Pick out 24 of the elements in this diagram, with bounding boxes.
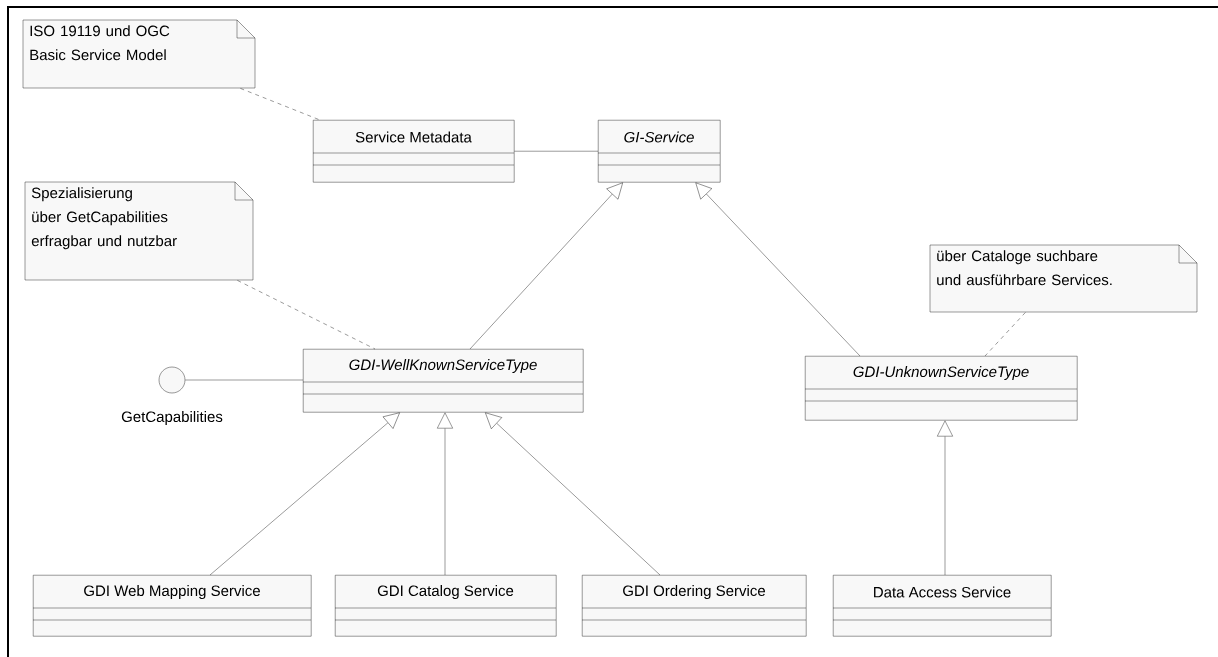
interface-circle (158, 366, 186, 394)
connector-line (185, 379, 304, 381)
arrow (937, 420, 953, 576)
note-box: Spezialisierung über GetCapabilities erfragbar und nutzbar (24, 181, 254, 281)
arrow (469, 182, 623, 350)
arrow (695, 182, 861, 357)
connector-line (984, 312, 1026, 357)
class-box: Service Metadata (312, 120, 515, 183)
class-box: GI-Service (597, 120, 721, 183)
arrow (437, 412, 453, 576)
class-box: GDI Ordering Service (581, 575, 807, 637)
connector-line (514, 151, 599, 152)
note-box: über Cataloge suchbare und ausführbare Services. (929, 244, 1198, 313)
class-box: GDI Web Mapping Service (32, 575, 312, 637)
class-box: GDI-UnknownServiceType (804, 356, 1078, 421)
interface-label: GetCapabilities (121, 411, 223, 425)
note-box: ISO 19119 und OGC Basic Service Model (22, 19, 256, 89)
connector-line (240, 88, 321, 121)
connector-line (237, 280, 376, 350)
class-box: GDI-WellKnownServiceType (302, 349, 584, 413)
arrow (485, 412, 661, 576)
class-box: Data Access Service (832, 575, 1052, 637)
arrow (209, 412, 400, 576)
class-box: GDI Catalog Service (334, 575, 557, 637)
